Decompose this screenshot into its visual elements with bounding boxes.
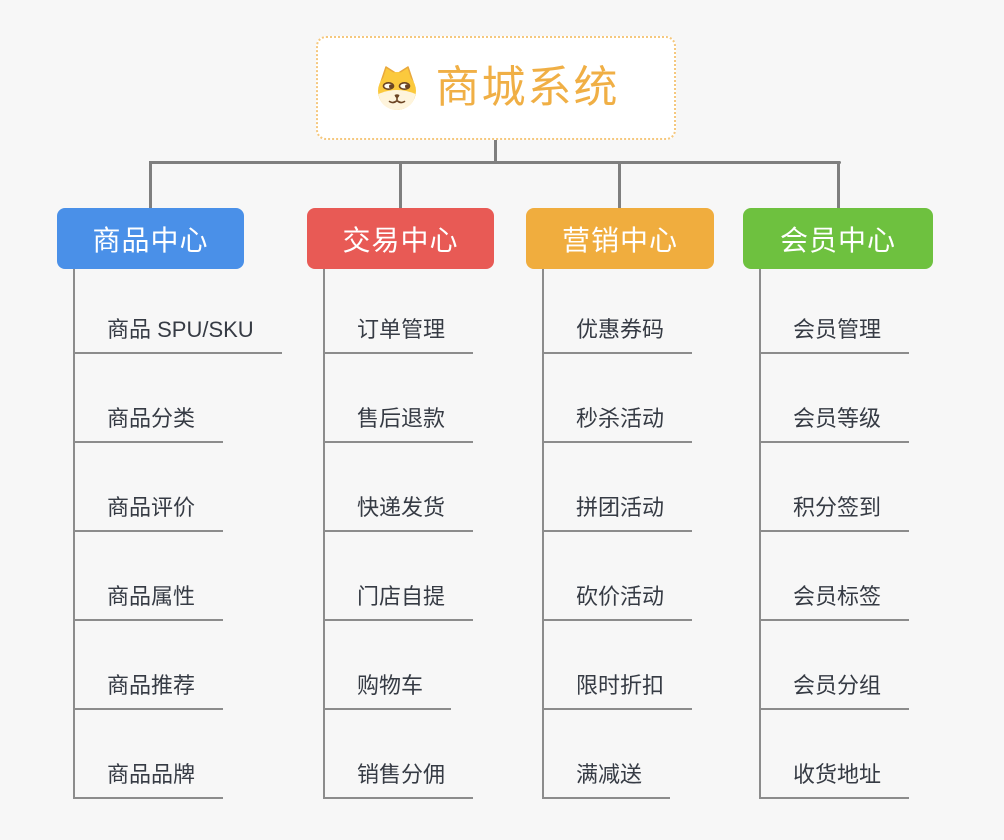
branch-column-marketing: 营销中心 优惠券码 秒杀活动 拼团活动 砍价活动 限时折扣 满减送 [526, 208, 714, 799]
leaf-node[interactable]: 会员等级 [759, 405, 910, 443]
leaf-node[interactable]: 收货地址 [759, 761, 910, 799]
branch-node-marketing-center[interactable]: 营销中心 [526, 208, 714, 269]
branch-column-product: 商品中心 商品 SPU/SKU 商品分类 商品评价 商品属性 商品推荐 商品品牌 [57, 208, 282, 799]
leaf-node[interactable]: 订单管理 [323, 316, 474, 354]
branch-node-trade-center[interactable]: 交易中心 [307, 208, 494, 269]
leaf-node[interactable]: 限时折扣 [542, 672, 693, 710]
leaf-node[interactable]: 拼团活动 [542, 494, 693, 532]
branch-spine [759, 269, 761, 799]
connector-drop-product [149, 161, 152, 208]
leaf-node[interactable]: 会员标签 [759, 583, 910, 621]
branch-spine [73, 269, 75, 799]
connector-drop-member [837, 161, 840, 208]
leaf-node[interactable]: 售后退款 [323, 405, 474, 443]
leaf-node[interactable]: 商品分类 [73, 405, 224, 443]
branch-column-member: 会员中心 会员管理 会员等级 积分签到 会员标签 会员分组 收货地址 [743, 208, 933, 799]
branch-label: 交易中心 [342, 224, 459, 256]
branch-column-trade: 交易中心 订单管理 售后退款 快递发货 门店自提 购物车 销售分佣 [307, 208, 494, 799]
branch-label: 营销中心 [561, 224, 678, 256]
leaf-node[interactable]: 商品品牌 [73, 761, 224, 799]
branch-spine [542, 269, 544, 799]
branch-node-member-center[interactable]: 会员中心 [743, 208, 933, 269]
branch-spine [323, 269, 325, 799]
branch-node-product-center[interactable]: 商品中心 [57, 208, 244, 269]
leaf-node[interactable]: 门店自提 [323, 583, 474, 621]
leaf-node[interactable]: 商品评价 [73, 494, 224, 532]
leaf-node[interactable]: 会员分组 [759, 672, 910, 710]
branch-label: 会员中心 [779, 224, 896, 256]
leaf-node[interactable]: 优惠券码 [542, 316, 693, 354]
connector-root-stem [494, 140, 497, 163]
leaf-node[interactable]: 砍价活动 [542, 583, 693, 621]
leaf-node[interactable]: 满减送 [542, 761, 671, 799]
connector-drop-marketing [618, 161, 621, 208]
leaf-node[interactable]: 积分签到 [759, 494, 910, 532]
leaf-node[interactable]: 商品 SPU/SKU [73, 316, 282, 354]
leaf-node[interactable]: 销售分佣 [323, 761, 474, 799]
root-title: 商城系统 [435, 63, 620, 112]
leaf-node[interactable]: 快递发货 [323, 494, 474, 532]
leaf-node[interactable]: 商品推荐 [73, 672, 224, 710]
shiba-dog-icon [377, 66, 416, 110]
connector-horizontal-bar [149, 161, 841, 164]
leaf-node[interactable]: 秒杀活动 [542, 405, 693, 443]
connector-drop-trade [399, 161, 402, 208]
leaf-node[interactable]: 购物车 [323, 672, 452, 710]
leaf-node[interactable]: 商品属性 [73, 583, 224, 621]
root-node-mall-system[interactable]: 商城系统 [316, 36, 676, 140]
branch-label: 商品中心 [92, 224, 209, 256]
leaf-node[interactable]: 会员管理 [759, 316, 910, 354]
